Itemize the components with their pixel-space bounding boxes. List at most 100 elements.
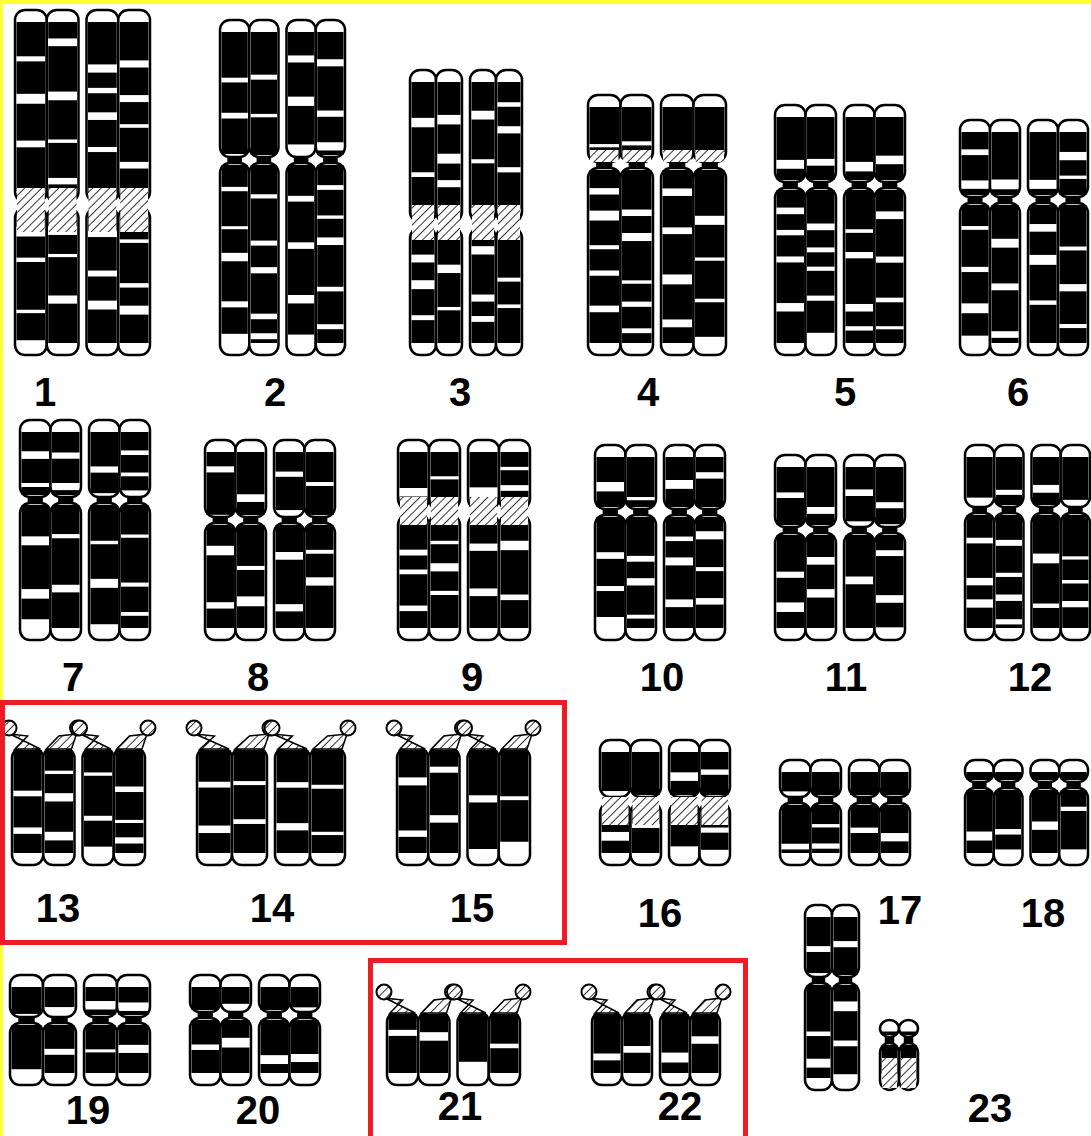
satellite-stalk xyxy=(117,734,147,749)
chromosome-number: 6 xyxy=(1007,372,1029,412)
dark-band xyxy=(45,1025,75,1049)
heterochromatin xyxy=(602,797,629,825)
dark-band xyxy=(291,1062,319,1073)
chromatid-arm xyxy=(805,905,832,977)
dark-band xyxy=(276,452,304,472)
dark-band xyxy=(996,624,1022,628)
dark-band xyxy=(237,525,265,566)
dark-band xyxy=(962,155,989,180)
dark-band xyxy=(251,339,277,343)
dark-band xyxy=(851,833,879,853)
centromere xyxy=(1066,196,1081,204)
dark-band xyxy=(666,457,694,480)
satellite-stalk xyxy=(313,734,347,749)
dark-band xyxy=(846,190,874,229)
dark-band xyxy=(1060,328,1087,343)
dark-band xyxy=(695,225,725,258)
satellite xyxy=(341,721,356,736)
dark-band xyxy=(695,302,725,337)
dark-band xyxy=(696,605,724,628)
dark-band xyxy=(777,214,805,230)
dark-band xyxy=(501,470,529,485)
centromere xyxy=(227,156,242,164)
chromatid-arm xyxy=(398,515,429,640)
dark-band xyxy=(431,452,459,476)
chromatid-arm xyxy=(221,975,252,1012)
dark-band xyxy=(207,452,235,466)
dark-band xyxy=(222,1020,250,1038)
dark-band xyxy=(120,22,149,60)
chromatid-arm xyxy=(1061,445,1090,507)
dark-band xyxy=(199,788,231,826)
dark-band xyxy=(399,837,427,853)
dark-band xyxy=(1062,583,1088,601)
centromere xyxy=(852,181,867,189)
dark-band xyxy=(251,165,277,194)
dark-band xyxy=(470,551,498,589)
dark-band xyxy=(459,1014,487,1062)
dark-band xyxy=(1062,607,1088,628)
centromere xyxy=(1002,506,1017,514)
dark-band xyxy=(317,32,343,59)
dark-band xyxy=(876,164,904,180)
dark-band xyxy=(876,263,904,298)
dark-band xyxy=(222,1048,250,1073)
chromosome-number: 18 xyxy=(1021,893,1066,933)
dark-band xyxy=(288,202,314,243)
dark-band xyxy=(777,467,805,492)
dark-band xyxy=(86,1009,116,1015)
chromatid-arm xyxy=(259,975,290,1012)
centromere xyxy=(267,1011,282,1019)
chromatid-arm xyxy=(410,228,436,355)
dark-band xyxy=(121,476,149,490)
chromatid-arm xyxy=(220,20,249,157)
dark-band xyxy=(22,505,50,536)
dark-band xyxy=(876,556,904,595)
dark-band xyxy=(995,790,1021,829)
centromere xyxy=(852,526,867,534)
dark-band xyxy=(622,241,652,280)
dark-band xyxy=(1030,189,1057,195)
dark-band xyxy=(967,515,993,538)
chromatid-arm xyxy=(114,748,145,865)
dark-band xyxy=(666,541,694,557)
chromatid-arm xyxy=(899,1020,918,1037)
chromosome-number: 4 xyxy=(637,372,659,412)
satellite-stalk xyxy=(502,734,532,749)
dark-band xyxy=(671,752,699,772)
dark-band xyxy=(500,750,528,796)
dark-band xyxy=(470,452,498,487)
chromatid-arm xyxy=(15,10,47,202)
heterochromatin xyxy=(671,797,698,825)
chromatid-arm xyxy=(664,515,695,640)
satellite-stalk xyxy=(10,734,40,749)
dark-band xyxy=(306,486,334,515)
dark-band xyxy=(627,500,655,507)
centromere xyxy=(1036,196,1051,204)
dark-band xyxy=(695,261,725,299)
dark-band xyxy=(627,517,655,556)
dark-band xyxy=(88,22,117,64)
chromatid-arm xyxy=(205,523,236,640)
centromere xyxy=(1039,506,1054,514)
dark-band xyxy=(45,750,73,771)
chromatid-arm xyxy=(197,748,232,865)
heterochromatin xyxy=(696,150,725,162)
dark-band xyxy=(662,1063,689,1073)
chromatid-arm xyxy=(499,748,530,865)
dark-band xyxy=(430,773,458,815)
dark-band xyxy=(597,457,625,482)
dark-band xyxy=(115,823,143,837)
dark-band xyxy=(701,752,729,769)
dark-band xyxy=(251,246,277,268)
dark-band xyxy=(663,107,693,150)
heterochromatin xyxy=(400,497,427,525)
dark-band xyxy=(590,170,620,188)
chromatid-arm xyxy=(994,788,1023,865)
heterochromatin xyxy=(501,497,528,525)
chromatid-arm xyxy=(1031,760,1060,782)
chromatid-arm xyxy=(805,983,832,1090)
dark-band xyxy=(807,514,835,525)
centromere xyxy=(243,516,258,524)
dark-band xyxy=(91,473,119,494)
